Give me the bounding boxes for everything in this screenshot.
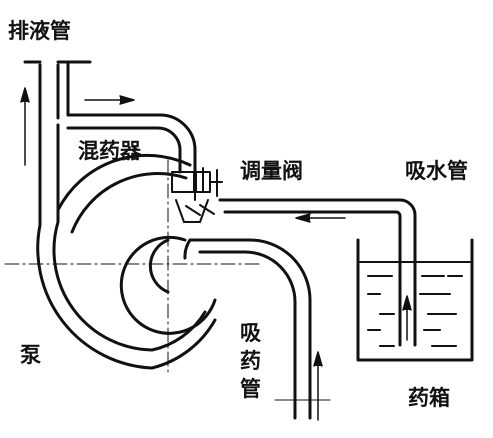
- label-drug-suction-char-1: 吸: [240, 321, 262, 345]
- label-discharge-pipe: 排液管: [8, 19, 71, 43]
- drug-tank: [356, 238, 474, 362]
- mixer-return-pipe: [66, 113, 197, 174]
- mixer-flow-arrow: [84, 95, 135, 105]
- suction-water-pipe: [218, 198, 417, 347]
- drug-suction-flow-arrow: [313, 351, 323, 421]
- discharge-flow-arrow: [20, 87, 30, 166]
- tank-liquid: [367, 275, 463, 347]
- regulating-valve: [171, 167, 223, 223]
- label-mixer: 混药器: [78, 139, 142, 163]
- label-suction-pipe: 吸水管: [405, 159, 468, 183]
- label-regulating-valve: 调量阀: [240, 159, 303, 183]
- pump-casing: [36, 123, 217, 370]
- tank-flow-arrow: [402, 295, 412, 341]
- label-drug-suction-char-2: 药: [240, 349, 261, 373]
- label-drug-suction-char-3: 管: [240, 377, 261, 401]
- pump-impeller: [119, 235, 217, 335]
- drug-suction-pipe: [183, 238, 331, 420]
- suction-flow-arrow: [295, 213, 346, 223]
- label-drug-tank: 药箱: [408, 386, 450, 410]
- label-pump: 泵: [20, 343, 41, 367]
- discharge-pipe: [23, 60, 92, 134]
